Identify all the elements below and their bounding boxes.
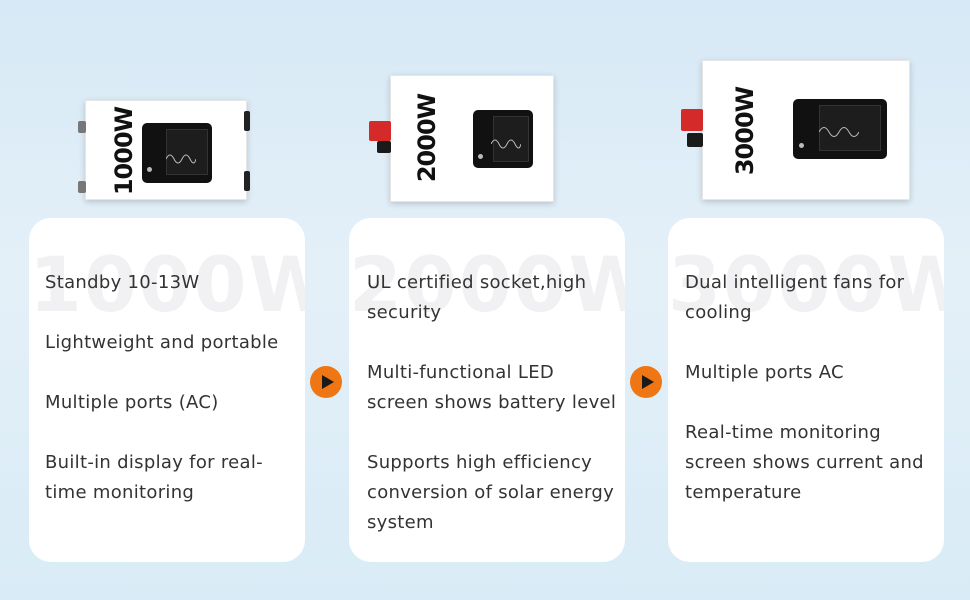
- feature-item: Real-time monitoring screen shows curren…: [685, 422, 924, 503]
- display-panel: [473, 110, 533, 168]
- inverter-3000w-image: 3000W: [681, 60, 910, 200]
- display-screen: [493, 116, 529, 162]
- display-screen: [819, 105, 881, 151]
- play-arrow-icon: [630, 366, 662, 398]
- inverter-1000w-image: 1000W: [78, 100, 250, 200]
- red-terminal-icon: [681, 109, 703, 131]
- feature-card-1000w: 1000W Standby 10-13W Lightweight and por…: [29, 218, 305, 562]
- feature-item: Multiple ports AC: [685, 362, 844, 383]
- watermark-wattage: 1000W: [29, 240, 305, 329]
- inverter-2000w-image: 2000W: [369, 75, 554, 202]
- feature-list: UL certified socket,high security Multi-…: [367, 268, 619, 568]
- product-wattage-label: 1000W: [110, 106, 139, 196]
- watermark-wattage: 3000W: [668, 240, 944, 329]
- feature-item: Multi-functional LED screen shows batter…: [367, 362, 617, 413]
- black-terminal-icon: [377, 141, 391, 153]
- terminal-connector: [78, 121, 86, 133]
- power-button-icon: [478, 154, 483, 159]
- feature-item: Built-in display for real-time monitorin…: [45, 452, 263, 503]
- feature-list: Standby 10-13W Lightweight and portable …: [45, 268, 297, 538]
- feature-item: Supports high efficiency conversion of s…: [367, 452, 615, 533]
- power-button-icon: [799, 143, 804, 148]
- terminal-connector: [78, 181, 86, 193]
- watermark-wattage: 2000W: [349, 240, 625, 329]
- power-button-icon: [147, 167, 152, 172]
- sine-wave-icon: [819, 127, 859, 137]
- feature-card-3000w: 3000W Dual intelligent fans for cooling …: [668, 218, 944, 562]
- red-terminal-icon: [369, 121, 391, 141]
- black-terminal-icon: [687, 133, 703, 147]
- feature-item: Dual intelligent fans for cooling: [685, 272, 905, 323]
- feature-card-2000w: 2000W UL certified socket,high security …: [349, 218, 625, 562]
- display-panel: [142, 123, 212, 183]
- display-panel: [793, 99, 887, 159]
- terminal-connector: [244, 171, 250, 191]
- feature-item: Multiple ports (AC): [45, 392, 219, 413]
- feature-item: Lightweight and portable: [45, 332, 279, 353]
- feature-list: Dual intelligent fans for cooling Multip…: [685, 268, 937, 538]
- display-screen: [166, 129, 208, 175]
- feature-item: Standby 10-13W: [45, 272, 200, 293]
- terminal-connector: [244, 111, 250, 131]
- product-wattage-label: 3000W: [731, 86, 760, 176]
- feature-item: UL certified socket,high security: [367, 272, 587, 323]
- sine-wave-icon: [166, 154, 196, 164]
- product-wattage-label: 2000W: [413, 93, 442, 183]
- play-arrow-icon: [310, 366, 342, 398]
- sine-wave-icon: [491, 139, 521, 149]
